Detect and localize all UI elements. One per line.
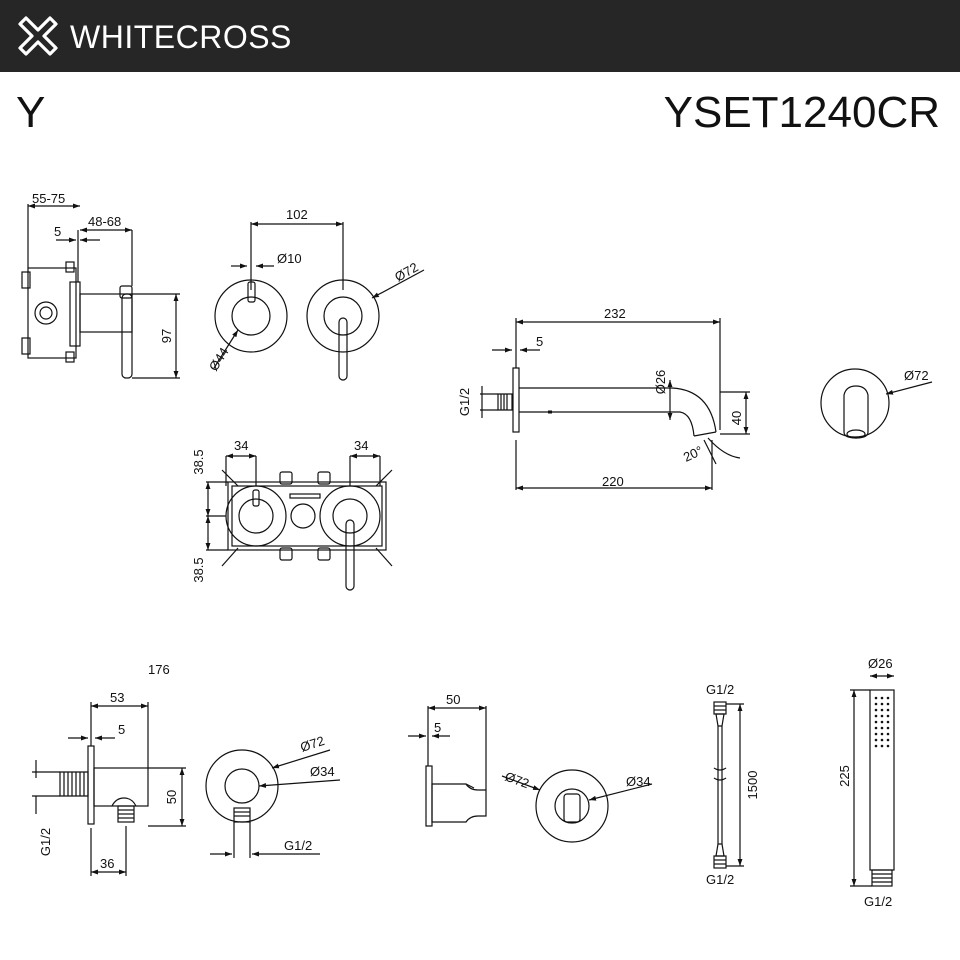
dim-mixer-height: 97 [159, 329, 174, 343]
dim-spout-rosette: Ø72 [904, 368, 929, 383]
spray-nozzle-dots [874, 696, 890, 748]
dim-handshower-diameter: Ø26 [868, 656, 893, 671]
dim-outlet-plate: 5 [118, 722, 125, 737]
dim-rosette-diameter: Ø72 [392, 259, 421, 284]
dim-hose-top-thread: G1/2 [706, 682, 734, 697]
dim-box-top-offset: 38.5 [191, 449, 206, 474]
dim-spout-length: 232 [604, 306, 626, 321]
dim-outlet-rosette: Ø72 [298, 733, 326, 755]
dim-outlet-height: 50 [164, 790, 179, 804]
outlet-side-view [32, 702, 186, 876]
series-letter: Y [16, 88, 46, 137]
dim-box-right-offset: 34 [354, 438, 368, 453]
dim-handshower-thread: G1/2 [864, 894, 892, 909]
holder-front-view [501, 769, 653, 843]
handshower-view [850, 673, 895, 887]
dim-lever-diameter: Ø10 [277, 251, 302, 266]
mixer-front-view [213, 221, 425, 381]
dim-holder-plate: 5 [434, 720, 441, 735]
dim-holder-depth: 50 [446, 692, 460, 707]
dim-cap-diameter: Ø44 [206, 345, 232, 374]
dim-spout-plate: 5 [536, 334, 543, 349]
dim-holder-rosette: Ø72 [503, 769, 531, 792]
dim-box-bottom-offset: 38.5 [191, 557, 206, 582]
dim-outlet-connector: 36 [100, 856, 114, 871]
spout-front-view [820, 368, 933, 439]
dim-handshower-length: 225 [837, 765, 852, 787]
brand-name: WHITECROSS [70, 19, 292, 55]
dim-outlet-overall: 176 [148, 662, 170, 677]
dim-holder-body: Ø34 [626, 774, 651, 789]
dim-spout-reach: 220 [602, 474, 624, 489]
mixer-side-view [21, 203, 180, 379]
holder-side-view [408, 705, 487, 827]
dim-spout-thread: G1/2 [457, 388, 472, 416]
dim-box-left-offset: 34 [234, 438, 248, 453]
dim-spout-angle: 20° [681, 443, 705, 465]
dim-outlet-thread: G1/2 [38, 828, 53, 856]
spout-side-view [480, 318, 750, 491]
concealed-box-view [205, 453, 393, 591]
dim-mixer-projection: 48-68 [88, 214, 121, 229]
outlet-front-view [205, 749, 341, 858]
dim-mixer-plate: 5 [54, 224, 61, 239]
dim-outlet-depth: 53 [110, 690, 124, 705]
dim-spout-drop: 40 [729, 411, 744, 425]
hose-view [713, 701, 744, 869]
dim-hose-length: 1500 [745, 771, 760, 800]
header-bar: WHITECROSS [0, 0, 960, 72]
dim-hose-bottom-thread: G1/2 [706, 872, 734, 887]
dim-mixer-spacing: 102 [286, 207, 308, 222]
x-cross-logo-icon [18, 16, 58, 56]
dim-outlet-body: Ø34 [310, 764, 335, 779]
product-code: YSET1240CR [663, 88, 940, 137]
dim-mixer-depth: 55-75 [32, 191, 65, 206]
dim-spout-diameter: Ø26 [653, 370, 668, 395]
dim-outlet-front-thread: G1/2 [284, 838, 312, 853]
